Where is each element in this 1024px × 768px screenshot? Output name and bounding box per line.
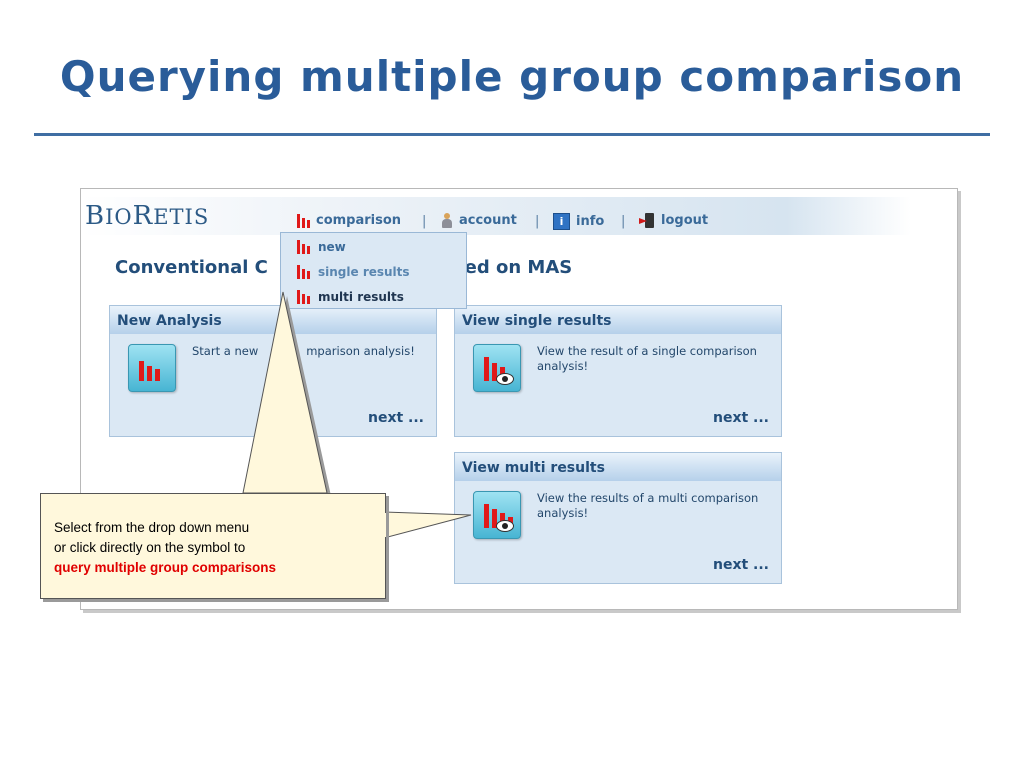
panel-new-analysis: New Analysis Start a new mparison analysi… [109,305,437,437]
bioretis-logo: BIORETIS [85,201,209,231]
page-heading-left: Conventional C [115,257,268,278]
next-link[interactable]: next ... [712,410,769,426]
logout-icon [639,213,655,228]
dropdown-item-label: single results [318,265,410,279]
callout-joint [244,494,326,496]
nav-account-label: account [459,213,517,228]
nav-separator: | [621,214,626,229]
top-navbar: BIORETIS comparison | account | i info |… [81,197,911,235]
dropdown-item-label: multi results [318,290,404,304]
bar-chart-icon [297,240,310,254]
panel-view-multi-results: View multi results View the results of a… [454,452,782,584]
new-analysis-icon[interactable] [128,344,176,392]
bar-chart-icon [297,213,310,228]
logo-letters: IO [105,205,133,229]
nav-separator: | [535,214,540,229]
eye-icon [496,373,514,385]
nav-info[interactable]: i info [553,213,604,230]
callout-highlight: query multiple group comparisons [54,560,277,575]
bar-chart-icon [297,290,310,304]
dropdown-item-new[interactable]: new [297,240,346,254]
nav-separator: | [422,214,427,229]
nav-info-label: info [576,214,605,229]
panel-title: View multi results [455,453,781,481]
nav-logout[interactable]: logout [639,213,708,228]
nav-account[interactable]: account [441,213,517,228]
panel-description: Start a new mparison analysis! [192,344,428,359]
panel-description: View the results of a multi comparison a… [537,491,759,520]
dropdown-item-single-results[interactable]: single results [297,265,410,279]
bar-chart-icon [297,265,310,279]
page-heading: Conventional C sed on MAS [115,257,572,278]
callout-line: or click directly on the symbol to [54,540,246,555]
callout-text: Select from the drop down menu or click … [54,518,276,578]
single-results-icon[interactable] [473,344,521,392]
comparison-dropdown-menu: new single results multi results [280,232,467,309]
title-divider [34,133,990,136]
next-link[interactable]: next ... [712,557,769,573]
user-icon [441,213,453,228]
eye-icon [496,520,514,532]
panel-view-single-results: View single results View the result of a… [454,305,782,437]
info-icon: i [553,213,570,230]
panel-description-part: Start a new [192,344,259,358]
logo-letter: R [132,201,154,231]
instruction-callout: Select from the drop down menu or click … [40,493,386,599]
dropdown-item-multi-results[interactable]: multi results [297,290,404,304]
nav-comparison-label: comparison [316,213,402,228]
next-link[interactable]: next ... [367,410,424,426]
panel-description: View the result of a single comparison a… [537,344,757,373]
callout-line: Select from the drop down menu [54,520,250,535]
dropdown-item-label: new [318,240,346,254]
page-heading-right: sed on MAS [453,257,573,278]
panel-title: View single results [455,306,781,334]
nav-comparison[interactable]: comparison [297,213,401,228]
panel-title: New Analysis [110,306,436,334]
multi-results-icon[interactable] [473,491,521,539]
callout-joint [384,513,386,537]
slide-title: Querying multiple group comparison [59,52,965,101]
panel-description-part: mparison analysis! [306,344,415,358]
nav-logout-label: logout [661,213,709,228]
logo-letters: ETIS [153,205,210,229]
logo-letter: B [85,201,106,231]
